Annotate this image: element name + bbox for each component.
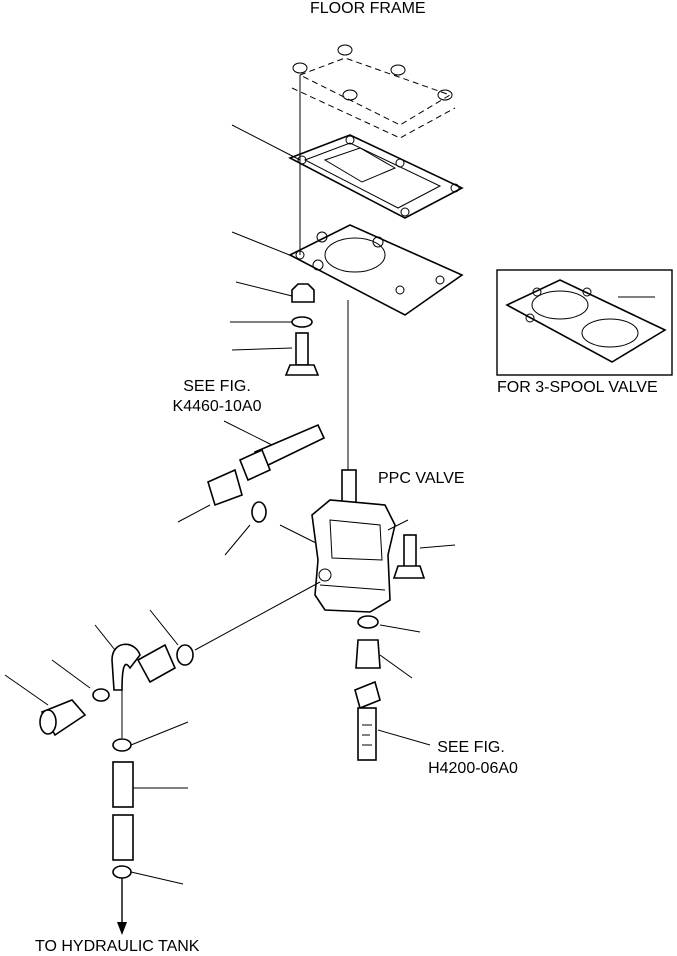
adapter	[355, 639, 381, 669]
see-fig-label-2: SEE FIG.	[437, 739, 505, 756]
arrow-down-icon	[117, 922, 127, 935]
3-spool-plate	[505, 279, 667, 363]
3-spool-caption: FOR 3-SPOOL VALVE	[497, 379, 658, 396]
floor-frame-label: FLOOR FRAME	[310, 0, 426, 17]
see-fig-label-1: SEE FIG.	[183, 378, 251, 395]
hose-right	[354, 680, 381, 761]
mounting-plate	[288, 224, 464, 316]
hose-fitting	[207, 423, 326, 507]
to-hydraulic-tank-label: TO HYDRAULIC TANK	[35, 938, 200, 955]
bolt-stack	[284, 283, 320, 376]
inset-box	[496, 269, 673, 376]
gasket-plate	[288, 134, 464, 219]
see-fig-ref-2: H4200-06A0	[428, 760, 518, 777]
drain-hose	[112, 738, 134, 879]
valve-bolt	[392, 534, 426, 579]
elbow-fitting	[111, 643, 177, 691]
ppc-valve-body	[311, 469, 396, 613]
see-fig-ref-1: K4460-10A0	[172, 398, 262, 415]
plug	[39, 699, 87, 737]
floor-frame-outline	[291, 44, 456, 139]
ppc-valve-label: PPC VALVE	[378, 470, 465, 487]
